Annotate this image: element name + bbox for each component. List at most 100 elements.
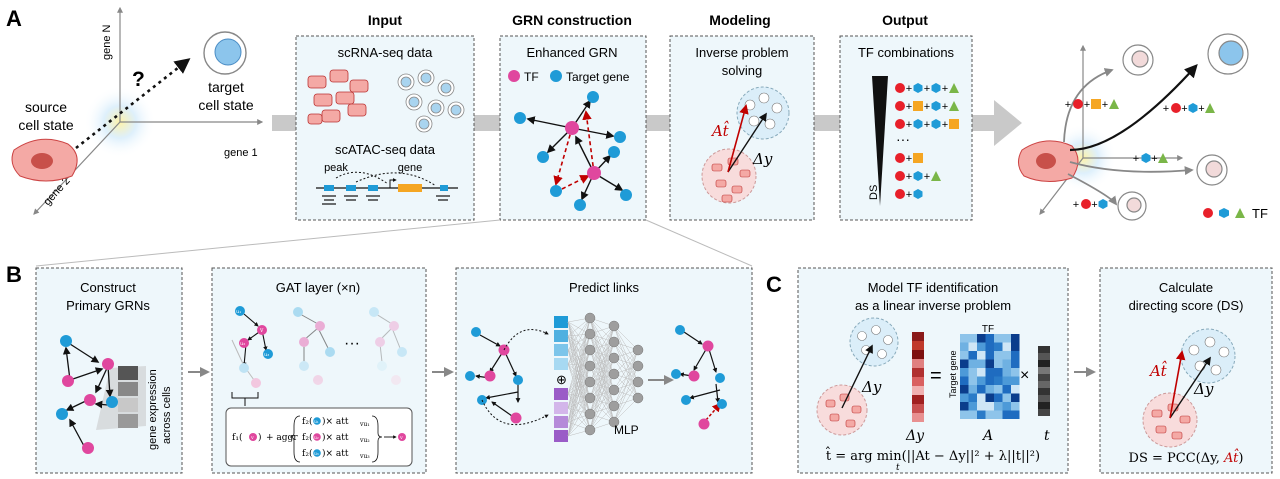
- plus-sign: +: [1133, 153, 1139, 165]
- mlp-edge: [567, 349, 591, 383]
- stage-header-modeling: Modeling: [709, 12, 770, 28]
- matrix-cell: [968, 334, 977, 343]
- delta-y-cell: [912, 368, 924, 377]
- mlp-edge: [613, 397, 639, 423]
- matrix-cell: [1011, 368, 1020, 377]
- plus-sign: +: [942, 101, 948, 113]
- tf-hexagon-icon: [1098, 199, 1108, 209]
- mlp-node: [608, 384, 620, 396]
- t-vector-cell: [1038, 346, 1050, 353]
- question-mark: ?: [132, 68, 145, 91]
- gene-expr-label-1: gene expression: [147, 369, 159, 450]
- svg-text:f₂(: f₂(: [302, 432, 312, 443]
- matrix-cell: [985, 402, 994, 411]
- plus-sign: +: [1073, 199, 1079, 211]
- gat-network-1: [231, 306, 273, 388]
- t-vector-label: t: [1044, 428, 1050, 444]
- mlp-node: [608, 336, 620, 348]
- mlp-edge: [567, 321, 591, 383]
- matrix-cell: [960, 376, 969, 385]
- mlp-edge: [589, 373, 615, 431]
- matrix-cell: [968, 368, 977, 377]
- mlp-node: [584, 328, 596, 340]
- mlp-edge: [613, 349, 639, 407]
- tf-triangle-icon: [931, 171, 941, 181]
- gene-expr-label-2: across cells: [161, 386, 173, 444]
- tf-circle-icon: [895, 189, 905, 199]
- matrix-cell: [960, 402, 969, 411]
- matrix-cell: [977, 410, 986, 419]
- ds-ranking-wedge: [872, 76, 888, 206]
- matrix-cell: [960, 410, 969, 419]
- stage-header-output: Output: [882, 12, 928, 28]
- trajectory-arrow: [75, 58, 191, 150]
- matrix-cell: [1011, 410, 1020, 419]
- t-vector: [1038, 346, 1050, 416]
- legend-tf-dot: [508, 70, 520, 82]
- matrix-cell: [968, 385, 977, 394]
- mlp-edge: [567, 363, 591, 431]
- mlp-edge: [589, 325, 615, 367]
- tf-square-icon: [949, 119, 959, 129]
- plus-sign: +: [924, 101, 930, 113]
- t-vector-cell: [1038, 381, 1050, 388]
- panel-letter-a: A: [6, 6, 22, 31]
- svg-text:vu₂: vu₂: [359, 437, 370, 444]
- model-title-2: as a linear inverse problem: [855, 298, 1011, 313]
- matrix-cell: [994, 376, 1003, 385]
- construct-title-2: Primary GRNs: [66, 298, 150, 313]
- scrna-label: scRNA-seq data: [338, 45, 433, 60]
- matrix-cell: [960, 334, 969, 343]
- gat-network-3: [369, 307, 407, 385]
- delta-y-cell: [912, 395, 924, 404]
- gat-dots: ···: [344, 335, 360, 352]
- right-target-cells: [1117, 33, 1249, 221]
- predict-output-network: [671, 325, 727, 430]
- t-vector-cell: [1038, 353, 1050, 360]
- mlp-node: [584, 408, 596, 420]
- matrix-cell: [968, 393, 977, 402]
- plus-sign: +: [1065, 99, 1071, 111]
- mlp-edge: [589, 325, 615, 351]
- plus-sign: +: [906, 119, 912, 131]
- delta-y-cell: [912, 386, 924, 395]
- mlp-edge: [613, 325, 639, 351]
- blue-cells-cluster: [397, 69, 465, 133]
- right-trajectories: [1063, 64, 1198, 206]
- legend-target-label: Target gene: [566, 70, 630, 84]
- model-title-1: Model TF identification: [868, 280, 999, 295]
- right-tf-combinations: ++++++++++: [1065, 99, 1215, 211]
- gat-node-u2: u₂: [240, 341, 245, 347]
- stage-header-grn: GRN construction: [512, 12, 632, 28]
- mlp-edge: [567, 335, 591, 383]
- argmin-formula: t̂ = arg min(||At − Δy||² + λ||t||²): [825, 446, 1040, 464]
- matrix-cell: [994, 393, 1003, 402]
- mlp-edge: [567, 365, 591, 437]
- right-source-cell: [1018, 140, 1079, 182]
- gene-label: gene: [398, 162, 422, 174]
- mlp-node: [608, 368, 620, 380]
- plus-sign: +: [906, 101, 912, 113]
- matrix-cell: [968, 376, 977, 385]
- mlp-edge: [567, 365, 591, 395]
- svg-text:)× att: )× att: [322, 416, 349, 427]
- tf-hexagon-icon: [931, 119, 941, 129]
- right-tf-legend-label: TF: [1252, 206, 1268, 221]
- panel-letter-c: C: [766, 272, 782, 297]
- matrix-cell: [994, 342, 1003, 351]
- mlp-network: [567, 312, 644, 437]
- calc-title-1: Calculate: [1159, 280, 1213, 295]
- embedding-vector: [554, 316, 568, 442]
- matrix-cell: [977, 376, 986, 385]
- expression-heat-column: [118, 366, 138, 428]
- matrix-cell: [977, 385, 986, 394]
- svg-text:vu₁: vu₁: [359, 421, 370, 428]
- plus-sign: +: [1084, 99, 1090, 111]
- mlp-edge: [613, 349, 639, 391]
- construct-title-1: Construct: [80, 280, 136, 295]
- modeling-delta-y: Δy: [752, 150, 773, 168]
- tf-triangle-icon: [1158, 153, 1168, 163]
- svg-text:)× att: )× att: [322, 432, 349, 443]
- matrix-cell: [994, 334, 1003, 343]
- tf-combination-list: +++++++++++++: [895, 83, 959, 201]
